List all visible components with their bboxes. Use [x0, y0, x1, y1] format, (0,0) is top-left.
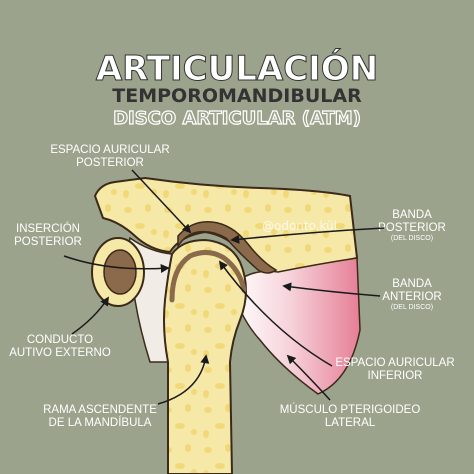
external-auditory-meatus-inner: [103, 249, 137, 295]
arrow-musculo: [286, 354, 331, 401]
lateral-pterygoid-muscle: [231, 257, 361, 395]
watermark: @odonto.kül: [262, 219, 337, 233]
label-espacio-posterior-2: POSTERIOR: [76, 157, 144, 169]
label-insercion-2: POSTERIOR: [14, 236, 82, 248]
arrow-espacio-posterior: [131, 169, 192, 234]
label-banda-posterior-sub: (DEL DISCO): [391, 235, 433, 242]
label-insercion-1: INSERCIÓN: [16, 222, 80, 235]
label-espacio-posterior-1: ESPACIO AURICULAR: [50, 144, 169, 156]
label-banda-anterior-2: ANTERIOR: [382, 291, 441, 303]
title-line-3: DISCO ARTICULAR (ATM): [113, 108, 361, 129]
label-rama-2: DE LA MANDÍBULA: [49, 416, 152, 429]
title-line-1: ARTICULACIÓN: [96, 48, 378, 89]
label-banda-anterior-1: BANDA: [392, 278, 432, 290]
label-rama-1: RAMA ASCENDENTE: [43, 404, 157, 416]
arrow-banda-anterior: [282, 282, 381, 297]
arrow-conducto: [71, 296, 109, 335]
label-espacio-inferior-2: INFERIOR: [368, 370, 423, 382]
label-banda-anterior-sub: (DEL DISCO): [391, 304, 433, 311]
arrow-rama: [157, 354, 210, 405]
arrow-insercion: [63, 255, 170, 273]
label-espacio-inferior-1: ESPACIO AURICULAR: [335, 357, 454, 369]
arrow-espacio-inferior: [218, 260, 333, 367]
label-conducto-2: AUTIVO EXTERNO: [9, 347, 111, 359]
label-musculo-2: LATERAL: [325, 417, 376, 429]
articular-disc: [177, 221, 278, 274]
label-musculo-1: MÚSCULO PTERIGOIDEO: [280, 403, 421, 416]
label-conducto-1: CONDUCTO: [27, 334, 93, 346]
arrow-banda-posterior: [230, 227, 385, 244]
title-line-2: TEMPOROMANDIBULAR: [112, 85, 362, 107]
label-banda-posterior-2: POSTERIOR: [378, 222, 446, 234]
label-banda-posterior-1: BANDA: [392, 209, 432, 221]
condyle-outline: [169, 250, 247, 303]
